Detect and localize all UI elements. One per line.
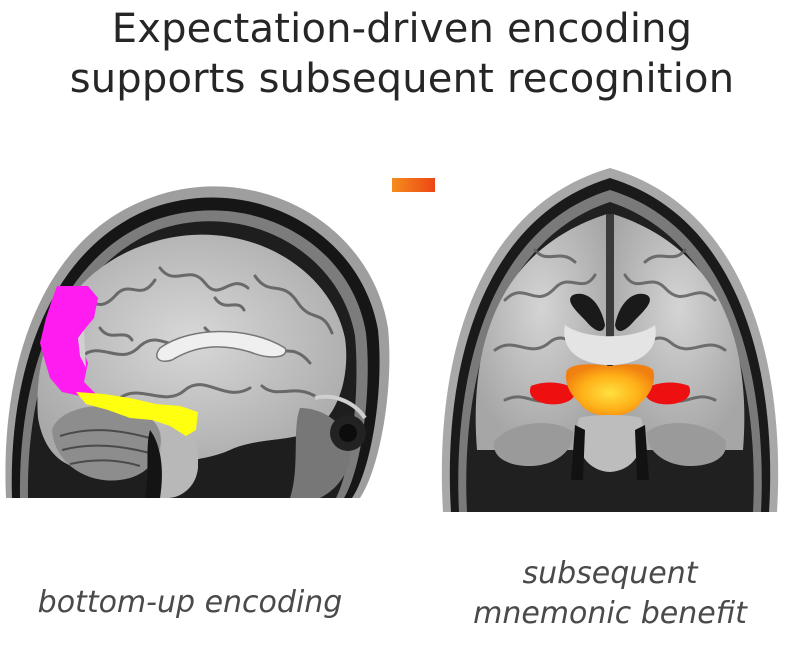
caption-right: subsequent mnemonic benefit bbox=[440, 554, 780, 634]
title-line-1: Expectation-driven encoding bbox=[111, 6, 693, 52]
title-line-2: supports subsequent recognition bbox=[69, 56, 735, 102]
caption-left: bottom-up encoding bbox=[37, 585, 343, 620]
coronal-brain-mri-icon bbox=[435, 150, 785, 512]
diagram-title: Expectation-driven encoding supports sub… bbox=[0, 4, 804, 104]
caption-right-line-2: mnemonic benefit bbox=[473, 596, 747, 631]
caption-right-line-1: subsequent bbox=[522, 556, 698, 591]
sagittal-brain-mri-icon bbox=[0, 168, 392, 498]
